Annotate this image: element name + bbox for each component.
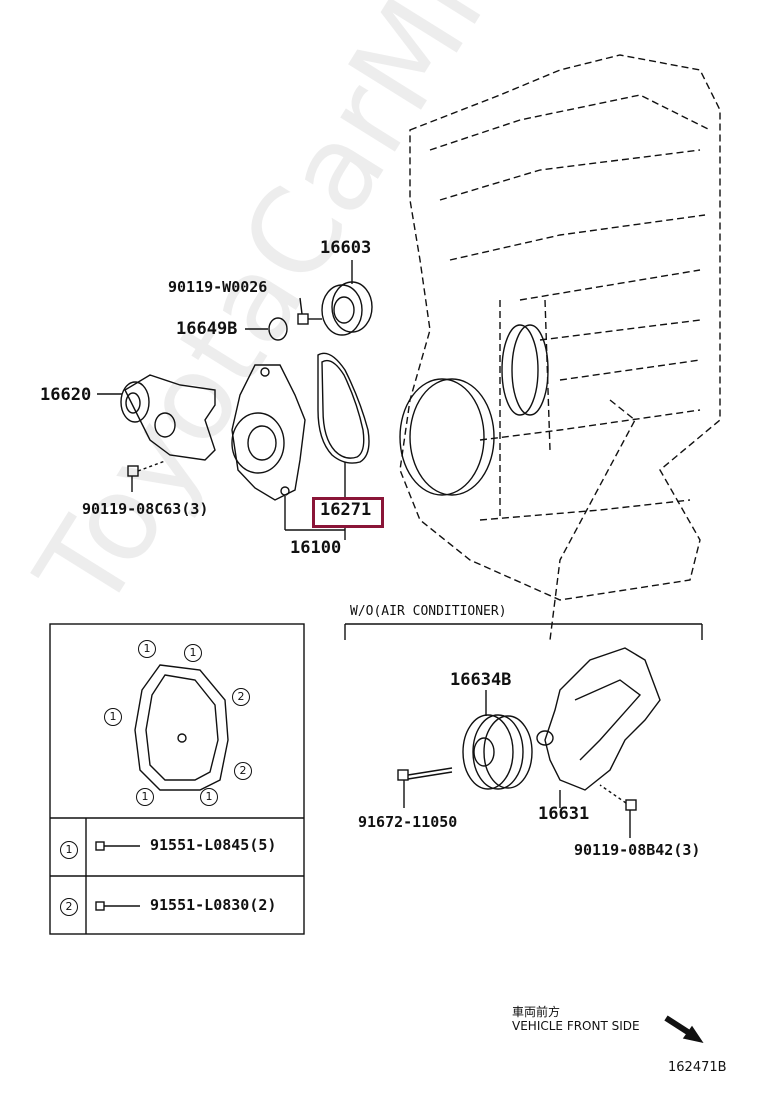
legend-frame (49, 623, 305, 935)
bolt-90119-08c63 (127, 460, 166, 492)
part-label-16271[interactable]: 16271 (320, 500, 372, 520)
engine-pulley (399, 324, 549, 496)
part-label-16100[interactable]: 16100 (290, 538, 342, 558)
part-label-90119-w0026[interactable]: 90119-W0026 (168, 278, 268, 296)
engine-block-outline (399, 54, 721, 641)
bracket-16631 (536, 647, 661, 808)
legend-part-1[interactable]: 91551-L0845(5) (150, 836, 277, 854)
bolt-91672-11050 (397, 767, 453, 808)
bolt-90119-w0026 (297, 297, 322, 325)
plate-16649b (245, 317, 288, 341)
part-label-16620[interactable]: 16620 (40, 385, 92, 405)
bolt-marker: 1 (138, 640, 156, 658)
bolt-marker: 1 (136, 788, 154, 806)
part-label-90119-08c63[interactable]: 90119-08C63(3) (82, 500, 209, 518)
legend-mark-1: 1 (60, 841, 78, 859)
front-arrow-icon (664, 1015, 704, 1044)
tensioner-16620 (97, 374, 216, 461)
direction-label-jp: 車両前方 (512, 1005, 561, 1019)
direction-label-en: VEHICLE FRONT SIDE (512, 1019, 640, 1033)
ac-group-label: W/O(AIR CONDITIONER) (350, 604, 507, 619)
ac-group-bracket (344, 623, 703, 640)
idler-pulley-16603 (321, 260, 373, 336)
gasket-16271 (317, 352, 370, 498)
bolt-marker: 1 (104, 708, 122, 726)
bolt-90119-08b42 (599, 784, 637, 838)
part-label-16634b[interactable]: 16634B (450, 670, 512, 690)
part-label-16603[interactable]: 16603 (320, 238, 372, 258)
legend-mark-2: 2 (60, 898, 78, 916)
bolt-marker: 2 (232, 688, 250, 706)
highlight-box (312, 497, 384, 528)
part-label-91672-11050[interactable]: 91672-11050 (358, 813, 458, 831)
legend-part-2[interactable]: 91551-L0830(2) (150, 896, 277, 914)
bolt-marker: 1 (184, 644, 202, 662)
pulley-16634b (462, 690, 533, 790)
bolt-marker: 2 (234, 762, 252, 780)
legend-bolt-2-icon (95, 901, 140, 911)
part-label-90119-08b42[interactable]: 90119-08B42(3) (574, 841, 701, 859)
bolt-marker: 1 (200, 788, 218, 806)
part-label-16631[interactable]: 16631 (538, 804, 590, 824)
inset-water-pump (134, 664, 229, 791)
diagram-code: 162471B (668, 1060, 727, 1075)
legend-bolt-1-icon (95, 841, 140, 851)
part-label-16649b[interactable]: 16649B (176, 319, 238, 339)
